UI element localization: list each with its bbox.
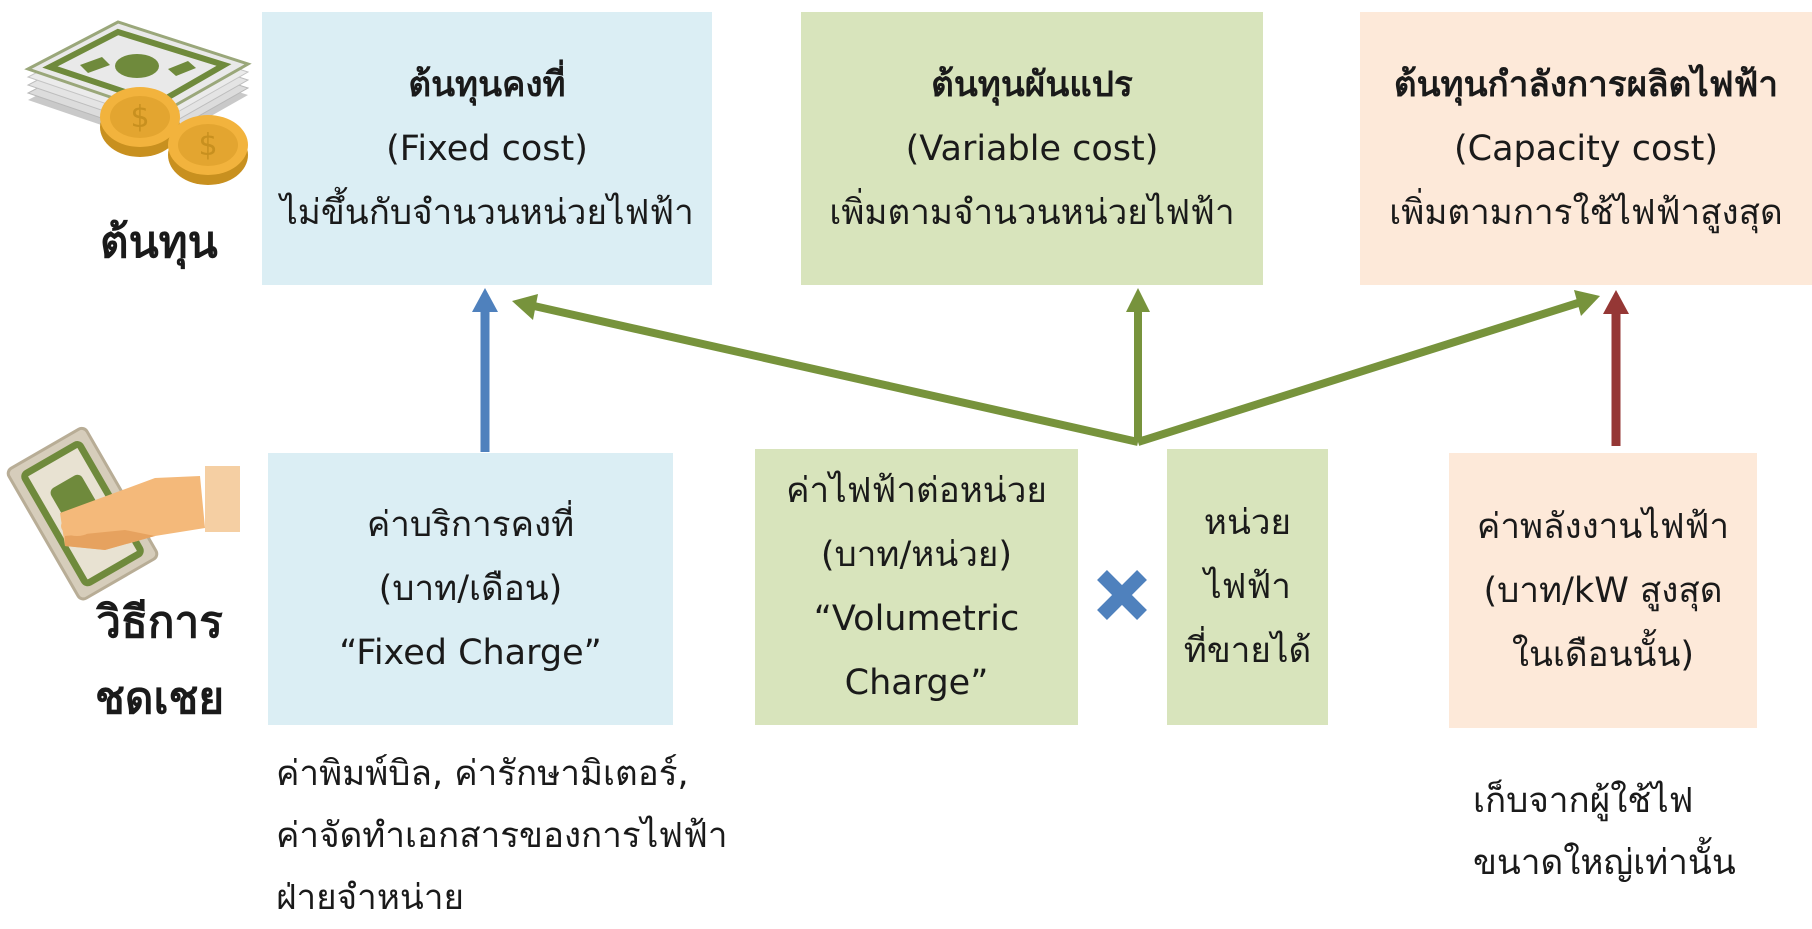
demand-note-line2: ขนาดใหญ่เท่านั้น	[1473, 843, 1736, 883]
demand-line3: ในเดือนนั้น)	[1511, 634, 1695, 675]
cost-label: ต้นทุน	[100, 217, 218, 268]
fixed-note-line1: ค่าพิมพ์บิล, ค่ารักษามิเตอร์,	[276, 754, 689, 794]
fixed-charge-line3: “Fixed Charge”	[339, 633, 602, 673]
fixed-charge-note: ค่าพิมพ์บิล, ค่ารักษามิเตอร์, ค่าจัดทำเอ…	[276, 743, 728, 929]
capacity-cost-en: (Capacity cost)	[1453, 128, 1718, 169]
volumetric-line2: (บาท/หน่วย)	[820, 535, 1013, 575]
fixed-cost-title: ต้นทุนคงที่	[408, 64, 566, 105]
capacity-cost-box: ต้นทุนกำลังการผลิตไฟฟ้า (Capacity cost) …	[1360, 12, 1812, 285]
svg-text:$: $	[130, 100, 149, 135]
fixed-cost-desc: ไม่ขึ้นกับจำนวนหน่วยไฟฟ้า	[280, 192, 694, 233]
volumetric-line4: Charge”	[844, 663, 989, 703]
units-sold-box: หน่วย ไฟฟ้า ที่ขายได้	[1167, 449, 1328, 725]
fixed-cost-en: (Fixed cost)	[386, 128, 588, 169]
units-line1: หน่วย	[1203, 503, 1292, 543]
compensation-label-line2: ชดเชย	[95, 673, 225, 724]
fixed-cost-box: ต้นทุนคงที่ (Fixed cost) ไม่ขึ้นกับจำนวน…	[262, 12, 712, 285]
fixed-charge-line1: ค่าบริการคงที่	[366, 505, 575, 545]
compensation-label-line1: วิธีการ	[96, 597, 223, 648]
fixed-note-line2: ค่าจัดทำเอกสารของการไฟฟ้า	[276, 816, 728, 856]
fixed-note-line3: ฝ่ายจำหน่าย	[276, 878, 464, 918]
demand-charge-arrow	[1603, 290, 1629, 446]
capacity-cost-desc: เพิ่มตามการใช้ไฟฟ้าสูงสุด	[1389, 192, 1783, 233]
units-line3: ที่ขายได้	[1183, 631, 1312, 671]
demand-line2: (บาท/kW สูงสุด	[1483, 570, 1723, 611]
units-line2: ไฟฟ้า	[1204, 567, 1291, 607]
compensation-label: วิธีการ ชดเชย	[95, 585, 224, 737]
fixed-charge-box: ค่าบริการคงที่ (บาท/เดือน) “Fixed Charge…	[268, 453, 673, 725]
multiply-icon	[1097, 570, 1147, 620]
demand-charge-note: เก็บจากผู้ใช้ไฟ ขนาดใหญ่เท่านั้น	[1473, 770, 1736, 894]
volumetric-arrows	[512, 288, 1600, 446]
variable-cost-title: ต้นทุนผันแปร	[931, 64, 1133, 105]
volumetric-line1: ค่าไฟฟ้าต่อหน่วย	[786, 471, 1047, 511]
money-stack-coins-icon: $ $	[24, 20, 252, 185]
demand-charge-box: ค่าพลังงานไฟฟ้า (บาท/kW สูงสุด ในเดือนนั…	[1449, 453, 1757, 728]
volumetric-line3: “Volumetric	[813, 599, 1020, 639]
capacity-cost-title: ต้นทุนกำลังการผลิตไฟฟ้า	[1393, 64, 1779, 105]
variable-cost-desc: เพิ่มตามจำนวนหน่วยไฟฟ้า	[829, 192, 1235, 233]
variable-cost-box: ต้นทุนผันแปร (Variable cost) เพิ่มตามจำน…	[801, 12, 1263, 285]
fixed-charge-line2: (บาท/เดือน)	[378, 569, 563, 609]
demand-line1: ค่าพลังงานไฟฟ้า	[1476, 506, 1730, 547]
demand-note-line1: เก็บจากผู้ใช้ไฟ	[1473, 781, 1694, 821]
hand-banknote-icon	[6, 426, 240, 601]
variable-cost-en: (Variable cost)	[905, 128, 1159, 169]
volumetric-charge-box: ค่าไฟฟ้าต่อหน่วย (บาท/หน่วย) “Volumetric…	[755, 449, 1078, 725]
svg-text:$: $	[198, 128, 217, 163]
fixed-charge-arrow	[472, 288, 498, 452]
